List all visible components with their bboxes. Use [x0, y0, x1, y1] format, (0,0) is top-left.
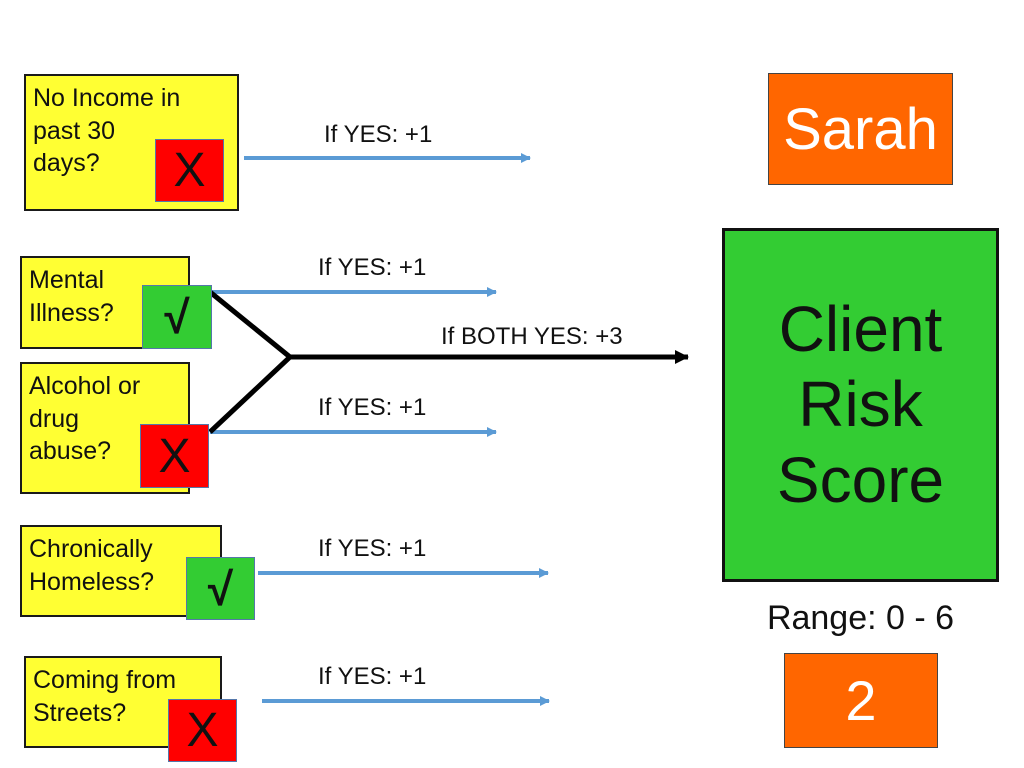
- score-title-line: Risk: [798, 368, 923, 441]
- combine-connector: [208, 290, 294, 434]
- score-range: Range: 0 - 6: [766, 599, 955, 637]
- rule-label-both-yes: If BOTH YES: +3: [441, 323, 623, 350]
- client-risk-score-box: Client Risk Score: [722, 228, 999, 582]
- rule-label-coming-from-streets: If YES: +1: [318, 663, 427, 690]
- rule-label-alcohol-drug: If YES: +1: [318, 394, 427, 421]
- score-title-line: Client: [778, 292, 943, 365]
- answer-no-icon: X: [140, 424, 209, 488]
- score-value-box: 2: [784, 653, 938, 748]
- rule-label-mental-illness: If YES: +1: [318, 254, 427, 281]
- answer-no-icon: X: [168, 699, 237, 762]
- rule-label-chronically-homeless: If YES: +1: [318, 535, 427, 562]
- answer-check-icon: √: [142, 285, 212, 349]
- score-title-line: Score: [776, 443, 945, 516]
- answer-no-icon: X: [155, 139, 224, 202]
- rule-label-no-income: If YES: +1: [324, 121, 433, 148]
- answer-check-icon: √: [186, 557, 255, 620]
- client-name-box: Sarah: [768, 73, 953, 185]
